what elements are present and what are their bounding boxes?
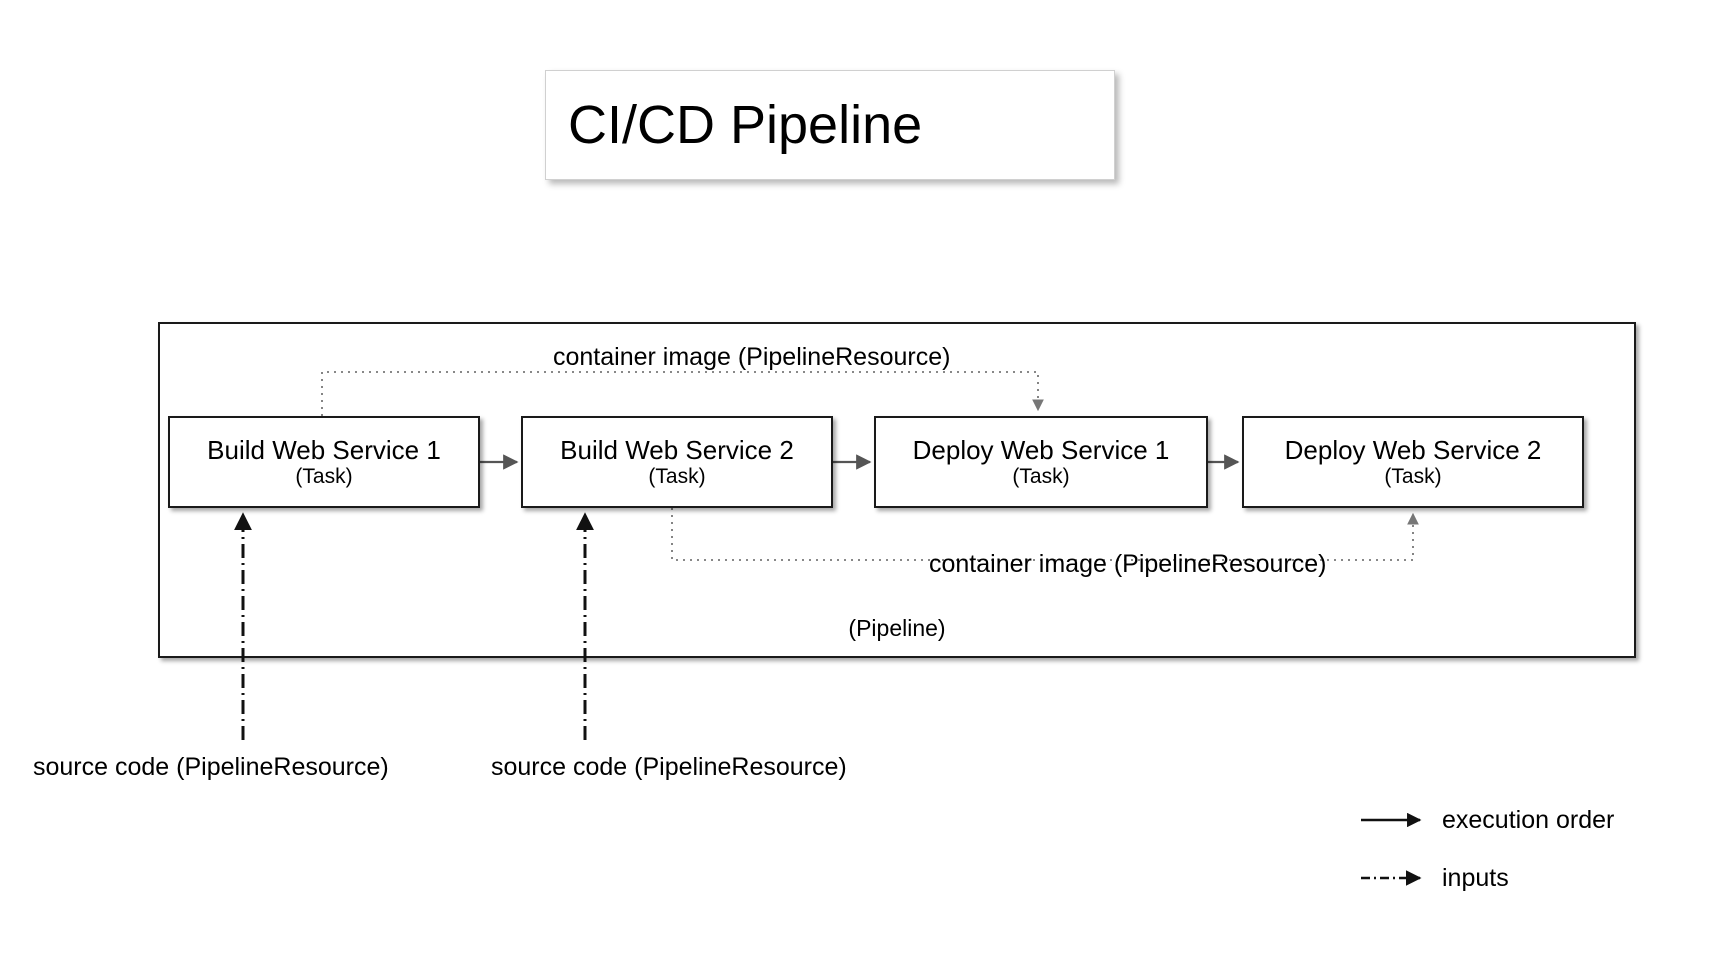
task-subtitle: (Task): [1012, 464, 1070, 488]
diagram-title-box: CI/CD Pipeline: [545, 70, 1115, 180]
solid-arrow-icon: [1361, 812, 1422, 828]
label-source-code-2: source code (PipelineResource): [491, 753, 847, 781]
legend-item-execution-order: execution order: [1360, 805, 1614, 835]
task-title: Build Web Service 2: [560, 434, 794, 465]
legend-label: inputs: [1442, 863, 1509, 892]
label-source-code-1: source code (PipelineResource): [33, 753, 389, 781]
label-container-image-top: container image (PipelineResource): [553, 343, 951, 371]
task-deploy-web-service-1[interactable]: Deploy Web Service 1 (Task): [874, 416, 1208, 508]
pipeline-container-label: (Pipeline): [848, 615, 946, 641]
legend-item-inputs: inputs: [1360, 863, 1509, 893]
task-build-web-service-2[interactable]: Build Web Service 2 (Task): [521, 416, 833, 508]
label-container-image-bottom: container image (PipelineResource): [929, 550, 1327, 578]
task-title: Build Web Service 1: [207, 434, 441, 465]
page-title: CI/CD Pipeline: [568, 95, 923, 155]
dash-dot-arrow-icon: [1361, 870, 1422, 886]
task-subtitle: (Task): [648, 464, 706, 488]
legend-label: execution order: [1442, 805, 1615, 834]
task-title: Deploy Web Service 1: [912, 434, 1170, 465]
task-subtitle: (Task): [1384, 464, 1442, 488]
task-build-web-service-1[interactable]: Build Web Service 1 (Task): [168, 416, 480, 508]
task-subtitle: (Task): [295, 464, 353, 488]
task-deploy-web-service-2[interactable]: Deploy Web Service 2 (Task): [1242, 416, 1584, 508]
task-title: Deploy Web Service 2: [1284, 434, 1542, 465]
